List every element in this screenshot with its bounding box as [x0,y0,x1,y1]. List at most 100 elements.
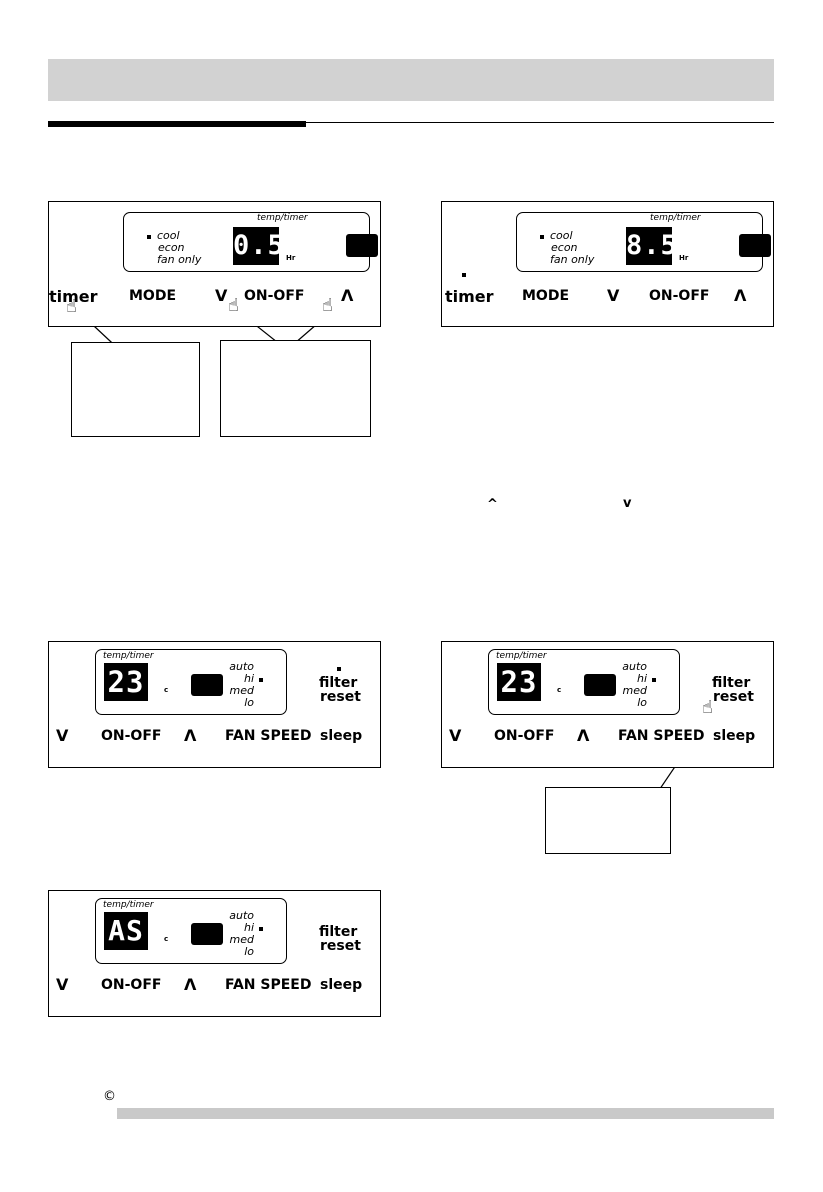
fan-med: med [622,684,647,697]
down-button[interactable]: V [449,726,462,745]
reset-button[interactable]: reset [320,689,361,705]
temp-timer-label: temp/timer [650,213,701,223]
indicator-block [191,674,223,696]
up-button[interactable]: Λ [184,726,197,745]
pointing-hand-icon: ☝ [228,295,239,316]
fan-indicator-dot [259,927,263,931]
pointing-hand-icon: ☝ [66,296,77,317]
fan-auto: auto [229,660,254,673]
mode-list: cool econ fan only [157,230,201,266]
fan-auto: auto [229,909,254,922]
up-button[interactable]: Λ [341,286,354,305]
mode-fan-only: fan only [157,253,202,266]
on-off-button[interactable]: ON-OFF [101,728,162,744]
unit-c: c [557,686,562,694]
mode-econ: econ [158,241,185,254]
callout-box [545,787,671,854]
filter-label: filter [712,675,751,691]
callout-box [71,342,200,437]
unit-c: c [164,686,169,694]
temp-timer-label: temp/timer [496,651,547,661]
unit-hr: Hr [679,254,689,262]
lcd-display: temp/timer 23 c auto hi med lo [488,649,680,715]
mode-econ: econ [551,241,578,254]
filter-indicator-dot [337,667,341,671]
header-rule-thick [48,121,306,127]
fan-speed-button[interactable]: FAN SPEED [225,977,312,993]
temp-timer-label: temp/timer [103,651,154,661]
header-band [48,59,774,101]
fan-speed-list: auto hi med lo [619,661,647,709]
fan-speed-list: auto hi med lo [226,661,254,709]
on-off-button[interactable]: ON-OFF [244,288,305,304]
timer-button[interactable]: timer [49,287,98,306]
header-rule-thin [306,122,774,123]
mode-button[interactable]: MODE [129,288,177,304]
fan-med: med [229,933,254,946]
up-button[interactable]: Λ [734,286,747,305]
lcd-display: temp/timer AS c auto hi med lo [95,898,287,964]
temperature-digits: 23 [497,663,541,701]
control-panel-auto-sleep: temp/timer AS c auto hi med lo filter re… [48,890,381,1017]
up-caret-text: ^ [487,497,498,512]
pointing-hand-icon: ☝ [322,295,333,316]
down-button[interactable]: V [607,286,620,305]
down-button[interactable]: V [56,975,69,994]
filter-label: filter [319,675,358,691]
temperature-digits: 23 [104,663,148,701]
mode-button[interactable]: MODE [522,288,570,304]
on-off-button[interactable]: ON-OFF [101,977,162,993]
footer-band [117,1108,774,1119]
down-button[interactable]: V [56,726,69,745]
mode-cool: cool [157,229,180,242]
fan-speed-list: auto hi med lo [226,910,254,958]
indicator-block [346,234,378,257]
down-caret-text: v [623,496,632,511]
fan-hi: hi [243,921,254,934]
mode-cool: cool [550,229,573,242]
temp-timer-label: temp/timer [257,213,308,223]
timer-indicator-dot [462,273,466,277]
fan-hi: hi [243,672,254,685]
fan-auto: auto [622,660,647,673]
fan-indicator-dot [652,678,656,682]
filter-label: filter [319,924,358,940]
sleep-button[interactable]: sleep [713,728,756,744]
fan-med: med [229,684,254,697]
lcd-display: temp/timer cool econ fan only 8.5 Hr [516,212,763,272]
reset-button[interactable]: reset [713,689,754,705]
indicator-block [584,674,616,696]
up-button[interactable]: Λ [577,726,590,745]
on-off-button[interactable]: ON-OFF [649,288,710,304]
lcd-display: temp/timer cool econ fan only 0.5 Hr [123,212,370,272]
unit-hr: Hr [286,254,296,262]
fan-hi: hi [636,672,647,685]
lcd-display: temp/timer 23 c auto hi med lo [95,649,287,715]
callout-box [220,340,371,437]
unit-c: c [164,935,169,943]
control-panel-timer-set: temp/timer cool econ fan only 8.5 Hr tim… [441,201,774,327]
fan-speed-button[interactable]: FAN SPEED [225,728,312,744]
sleep-button[interactable]: sleep [320,728,363,744]
indicator-block [191,923,223,945]
timer-digits: 0.5 [233,227,284,265]
fan-lo: lo [244,945,254,958]
control-panel-fan: temp/timer 23 c auto hi med lo filter re… [48,641,381,768]
up-button[interactable]: Λ [184,975,197,994]
reset-button[interactable]: reset [320,938,361,954]
control-panel-timer: temp/timer cool econ fan only 0.5 Hr tim… [48,201,381,327]
mode-fan-only: fan only [550,253,595,266]
control-panel-filter-reset: temp/timer 23 c auto hi med lo filter re… [441,641,774,768]
fan-speed-button[interactable]: FAN SPEED [618,728,705,744]
down-button[interactable]: V [215,286,228,305]
pointing-hand-icon: ☝ [702,697,713,718]
temp-timer-label: temp/timer [103,900,154,910]
sleep-button[interactable]: sleep [320,977,363,993]
indicator-block [739,234,771,257]
copyright-symbol: © [103,1089,116,1104]
fan-indicator-dot [259,678,263,682]
timer-button[interactable]: timer [445,287,494,306]
on-off-button[interactable]: ON-OFF [494,728,555,744]
mode-list: cool econ fan only [550,230,594,266]
fan-lo: lo [244,696,254,709]
